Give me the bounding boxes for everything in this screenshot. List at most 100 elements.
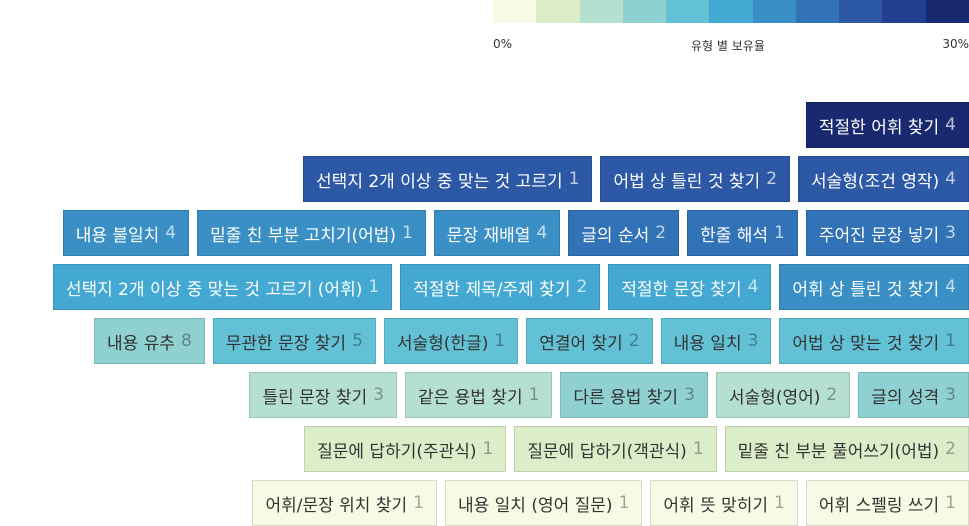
tile-count: 2 (628, 331, 640, 351)
tile-count: 4 (165, 223, 177, 243)
tile-count: 1 (494, 331, 506, 351)
tile-label: 적절한 문장 찾기 (621, 279, 742, 300)
tile-count: 5 (352, 331, 363, 351)
question-type-tile[interactable]: 서술형(한글)1 (383, 318, 519, 364)
tile-label: 주어진 문장 넣기 (818, 225, 940, 246)
tile-label: 다른 용법 찾기 (573, 387, 679, 408)
tile-count: 1 (945, 331, 956, 351)
tile-label: 내용 유추 (106, 333, 175, 354)
tile-count: 1 (618, 493, 630, 513)
tile-count: 1 (413, 493, 424, 513)
tile-count: 3 (945, 223, 956, 243)
tile-label: 글의 순서 (581, 225, 650, 246)
legend-swatch (882, 0, 926, 23)
tile-count: 3 (373, 385, 384, 405)
tile-count: 1 (568, 169, 580, 189)
legend-min-label: 0% (493, 37, 513, 51)
tile-count: 2 (826, 385, 838, 405)
legend-swatch (925, 0, 969, 23)
legend-max-label: 30% (942, 37, 969, 51)
tile-label: 틀린 문장 찾기 (262, 387, 368, 408)
question-type-tile[interactable]: 밑줄 친 부분 고치기(어법)1 (197, 210, 426, 256)
legend-swatch (709, 0, 753, 23)
tile-label: 서술형(영어) (728, 387, 821, 408)
legend-title: 유형 별 보유율 (691, 39, 765, 53)
tile-label: 선택지 2개 이상 중 맞는 것 고르기 (316, 171, 563, 192)
tile-count: 4 (747, 277, 759, 297)
color-legend: 0% 유형 별 보유율 30% (493, 0, 969, 60)
tile-label: 내용 불일치 (75, 225, 160, 246)
legend-color-bar (493, 0, 969, 23)
tile-label: 어휘 상 틀린 것 찾기 (792, 279, 940, 300)
tile-label: 질문에 답하기(객관식) (527, 441, 687, 462)
legend-swatch (536, 0, 580, 23)
question-type-tile[interactable]: 질문에 답하기(객관식)1 (514, 426, 717, 472)
legend-swatch (579, 0, 623, 23)
tile-label: 적절한 어휘 찾기 (818, 117, 940, 138)
tile-count: 1 (402, 223, 413, 243)
tile-label: 적절한 제목/주제 찾기 (413, 279, 571, 300)
tile-count: 4 (945, 277, 956, 297)
tile-label: 서술형(한글) (396, 333, 489, 354)
tile-count: 1 (774, 493, 785, 513)
question-type-tile[interactable]: 밑줄 친 부분 풀어쓰기(어법)2 (724, 426, 969, 472)
tile-label: 어휘 스펠링 쓰기 (818, 495, 940, 516)
tile-label: 연결어 찾기 (539, 333, 623, 354)
tile-count: 1 (945, 493, 956, 513)
legend-swatch (795, 0, 840, 23)
tile-label: 밑줄 친 부분 풀어쓰기(어법) (737, 441, 940, 462)
legend-swatch (666, 0, 710, 23)
tile-label: 서술형(조건 영작) (811, 171, 940, 192)
tile-count: 3 (945, 385, 956, 405)
legend-swatch (493, 0, 537, 23)
tile-count: 2 (655, 223, 667, 243)
tile-label: 같은 용법 찾기 (417, 387, 523, 408)
legend-swatch (839, 0, 883, 23)
tile-label: 내용 일치 (673, 333, 742, 354)
tile-count: 1 (774, 223, 785, 243)
tile-label: 내용 일치 (영어 질문) (457, 495, 613, 516)
tile-count: 8 (180, 331, 192, 351)
tile-count: 4 (945, 169, 956, 189)
tile-label: 선택지 2개 이상 중 맞는 것 고르기 (어휘) (65, 279, 363, 300)
tile-count: 1 (528, 385, 540, 405)
legend-swatch (622, 0, 667, 23)
tile-count: 2 (945, 439, 956, 459)
legend-swatch (752, 0, 796, 23)
tile-label: 어법 상 맞는 것 찾기 (792, 333, 940, 354)
question-type-tile[interactable]: 서술형(조건 영작)4 (798, 156, 969, 202)
tile-count: 4 (945, 115, 956, 135)
question-type-tile[interactable]: 질문에 답하기(주관식)1 (304, 426, 507, 472)
question-type-tile[interactable]: 서술형(영어)2 (715, 372, 851, 418)
question-type-tile[interactable]: 선택지 2개 이상 중 맞는 것 고르기 (어휘)1 (52, 264, 393, 310)
tile-label: 한줄 해석 (700, 225, 769, 246)
question-type-tile[interactable]: 내용 일치 (영어 질문)1 (444, 480, 643, 526)
